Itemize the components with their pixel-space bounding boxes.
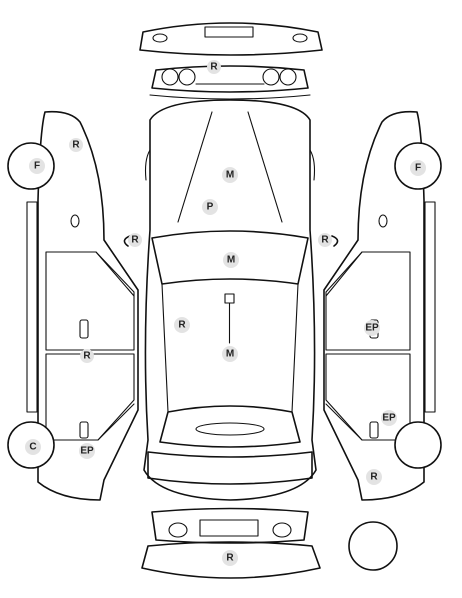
- tag-left-mirror-r[interactable]: R: [128, 233, 142, 247]
- svg-text:F: F: [34, 161, 40, 172]
- right-mirror[interactable]: [331, 235, 339, 247]
- svg-text:F: F: [415, 163, 421, 174]
- svg-text:M: M: [226, 349, 234, 360]
- svg-text:R: R: [72, 140, 80, 151]
- tag-left-front-wheel-f[interactable]: F: [29, 158, 45, 174]
- tag-front-bumper-r[interactable]: R: [207, 60, 221, 74]
- tag-roof-r[interactable]: R: [174, 317, 190, 333]
- tag-right-rear-r[interactable]: R: [366, 469, 382, 485]
- svg-text:EP: EP: [365, 323, 379, 334]
- svg-text:EP: EP: [382, 413, 396, 424]
- front-bumper[interactable]: [139, 22, 323, 56]
- rear-window[interactable]: [159, 405, 301, 448]
- svg-text:M: M: [226, 170, 234, 181]
- windshield[interactable]: [151, 230, 309, 285]
- svg-text:R: R: [321, 235, 329, 246]
- tag-right-mirror-r[interactable]: R: [318, 233, 332, 247]
- right-rear-wheel[interactable]: [394, 421, 442, 469]
- svg-text:EP: EP: [80, 446, 94, 457]
- svg-text:R: R: [178, 320, 186, 331]
- svg-text:R: R: [131, 235, 139, 246]
- tag-left-rear-wheel-c[interactable]: C: [25, 439, 41, 455]
- svg-text:R: R: [226, 553, 234, 564]
- svg-text:R: R: [370, 472, 378, 483]
- svg-text:P: P: [207, 202, 214, 213]
- trunk[interactable]: [147, 451, 313, 485]
- tag-rear-bumper-r[interactable]: R: [222, 550, 238, 566]
- cabin-sides: [161, 283, 299, 413]
- roof-antenna[interactable]: [224, 293, 235, 344]
- front-headlights[interactable]: [149, 65, 311, 100]
- tag-left-rear-ep[interactable]: EP: [79, 443, 95, 459]
- tag-left-door-r[interactable]: R: [80, 349, 94, 363]
- svg-text:C: C: [29, 442, 36, 453]
- rear-bumper[interactable]: [141, 541, 321, 579]
- svg-text:R: R: [83, 351, 91, 362]
- svg-text:M: M: [227, 255, 235, 266]
- tag-right-front-wheel-f[interactable]: F: [410, 160, 426, 176]
- tag-right-door-ep[interactable]: EP: [364, 320, 380, 336]
- spare-wheel[interactable]: [348, 521, 398, 571]
- tag-windshield-m[interactable]: M: [223, 252, 239, 268]
- tag-hood-m[interactable]: M: [222, 167, 238, 183]
- hood[interactable]: [177, 111, 283, 223]
- tag-right-rear-ep[interactable]: EP: [381, 410, 397, 426]
- svg-text:R: R: [210, 62, 218, 73]
- car-body[interactable]: [143, 99, 317, 501]
- tag-left-front-fender-r[interactable]: R: [69, 138, 83, 152]
- left-mirror[interactable]: [123, 235, 131, 247]
- tag-hood-p[interactable]: P: [202, 199, 218, 215]
- rear-lights[interactable]: [151, 507, 309, 544]
- tag-roof-antenna-m[interactable]: M: [222, 346, 238, 362]
